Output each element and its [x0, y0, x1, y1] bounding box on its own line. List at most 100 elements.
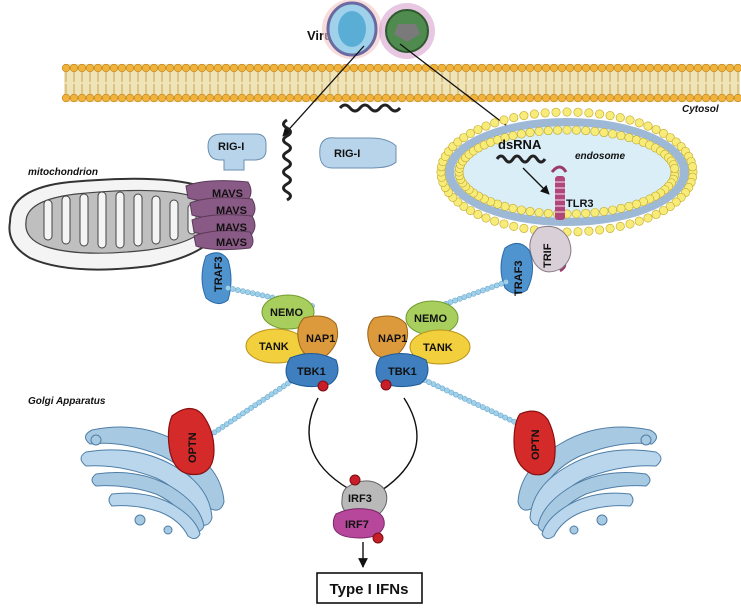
- endosome-lipid-head: [490, 118, 500, 128]
- endosome-lipid-head: [665, 201, 675, 211]
- membrane-lipid-head: [645, 93, 655, 103]
- membrane-lipid-head: [165, 63, 175, 73]
- endosome-lipid-head: [625, 115, 635, 125]
- membrane-lipid-head: [437, 63, 447, 73]
- membrane-lipid-head: [669, 63, 679, 73]
- endosome-lipid-head: [571, 125, 581, 135]
- plasma-membrane: [61, 63, 741, 103]
- membrane-lipid-head: [661, 63, 671, 73]
- endosome-lipid-head: [581, 126, 591, 136]
- membrane-lipid-head: [701, 93, 711, 103]
- membrane-lipid-head: [541, 63, 551, 73]
- membrane-lipid-head: [117, 63, 127, 73]
- traf3-right-label: TRAF3: [513, 261, 525, 296]
- membrane-lipid-head: [709, 63, 719, 73]
- endosome-lipid-head: [525, 128, 535, 138]
- membrane-lipid-head: [677, 93, 687, 103]
- endosome-lipid-head: [670, 163, 680, 173]
- membrane-lipid-head: [373, 63, 383, 73]
- membrane-lipid-head: [637, 63, 647, 73]
- membrane-lipid-head: [325, 63, 335, 73]
- virus-entry-arrow-left: [282, 45, 365, 137]
- membrane-lipid-head: [565, 63, 575, 73]
- membrane-lipid-head: [301, 93, 311, 103]
- membrane-lipid-head: [557, 63, 567, 73]
- membrane-lipid-head: [461, 63, 471, 73]
- membrane-lipid-head: [117, 93, 127, 103]
- membrane-lipid-head: [341, 93, 351, 103]
- endosome-lipid-head: [509, 113, 519, 123]
- endosome-lipid-head: [615, 221, 625, 231]
- membrane-lipid-head: [317, 63, 327, 73]
- endosome-lipid-head: [529, 109, 539, 119]
- virus-particle-left-icon: [322, 0, 382, 59]
- membrane-lipid-head: [621, 93, 631, 103]
- membrane-lipid-head: [501, 93, 511, 103]
- trif-label: TRIF: [542, 243, 554, 268]
- type-i-ifn-label: Type I IFNs: [330, 581, 409, 598]
- tbk1-right-label: TBK1: [388, 366, 417, 378]
- membrane-lipid-head: [693, 93, 703, 103]
- endosome-lipid-head: [473, 125, 483, 135]
- linker-bead: [240, 410, 246, 417]
- membrane-lipid-head: [333, 63, 343, 73]
- membrane-lipid-head: [277, 93, 287, 103]
- optn-right-protein: [513, 410, 556, 476]
- membrane-lipid-head: [581, 93, 591, 103]
- membrane-lipid-head: [429, 63, 439, 73]
- linker-bead: [239, 288, 246, 295]
- mavs-label-3: MAVS: [216, 222, 247, 234]
- endosome-lipid-head: [608, 205, 618, 215]
- membrane-lipid-head: [653, 63, 663, 73]
- rigi-active-protein: [207, 133, 267, 171]
- membrane-lipid-head: [365, 93, 375, 103]
- membrane-lipid-head: [85, 93, 95, 103]
- membrane-lipid-head: [645, 63, 655, 73]
- membrane-lipid-head: [445, 93, 455, 103]
- membrane-lipid-head: [125, 63, 135, 73]
- endosome-lipid-head: [562, 125, 572, 135]
- membrane-lipid-head: [629, 93, 639, 103]
- membrane-lipid-head: [597, 63, 607, 73]
- traf3-left-label: TRAF3: [213, 257, 225, 292]
- membrane-lipid-head: [101, 93, 111, 103]
- linker-bead: [235, 287, 241, 293]
- irf3-label: IRF3: [348, 493, 372, 505]
- membrane-lipid-head: [93, 63, 103, 73]
- membrane-lipid-head: [149, 93, 159, 103]
- membrane-lipid-head: [133, 93, 143, 103]
- membrane-lipid-head: [613, 63, 623, 73]
- membrane-lipid-head: [245, 63, 255, 73]
- optn-right-label: OPTN: [530, 429, 542, 460]
- tbk1-right-to-irf-arrow: [375, 397, 418, 495]
- membrane-lipid-head: [325, 93, 335, 103]
- endosome-lipid-head: [459, 133, 469, 143]
- endosome-lipid-head: [643, 213, 653, 223]
- dsrna-label: dsRNA: [498, 137, 542, 152]
- endosome-lipid-head: [499, 115, 509, 125]
- membrane-lipid-head: [125, 93, 135, 103]
- membrane-lipid-head: [101, 63, 111, 73]
- membrane-lipid-head: [421, 93, 431, 103]
- viral-rna-strand-icon: [338, 103, 402, 113]
- membrane-lipid-head: [549, 63, 559, 73]
- linker-bead: [230, 286, 236, 292]
- membrane-lipid-head: [669, 93, 679, 103]
- membrane-lipid-head: [293, 93, 303, 103]
- membrane-lipid-head: [533, 63, 543, 73]
- linker-bead: [260, 396, 267, 403]
- membrane-lipid-head: [213, 93, 223, 103]
- tlr3-label: TLR3: [566, 198, 594, 210]
- membrane-lipid-head: [357, 93, 367, 103]
- membrane-lipid-head: [277, 63, 287, 73]
- endosome-lipid-head: [473, 209, 483, 219]
- membrane-lipid-head: [597, 93, 607, 103]
- membrane-lipid-head: [581, 63, 591, 73]
- linker-bead: [259, 292, 266, 299]
- membrane-lipid-head: [709, 93, 719, 103]
- membrane-lipid-head: [301, 63, 311, 73]
- membrane-lipid-head: [733, 93, 741, 103]
- tbk1-complex-right: [367, 300, 471, 391]
- membrane-lipid-head: [685, 63, 695, 73]
- membrane-lipid-head: [157, 63, 167, 73]
